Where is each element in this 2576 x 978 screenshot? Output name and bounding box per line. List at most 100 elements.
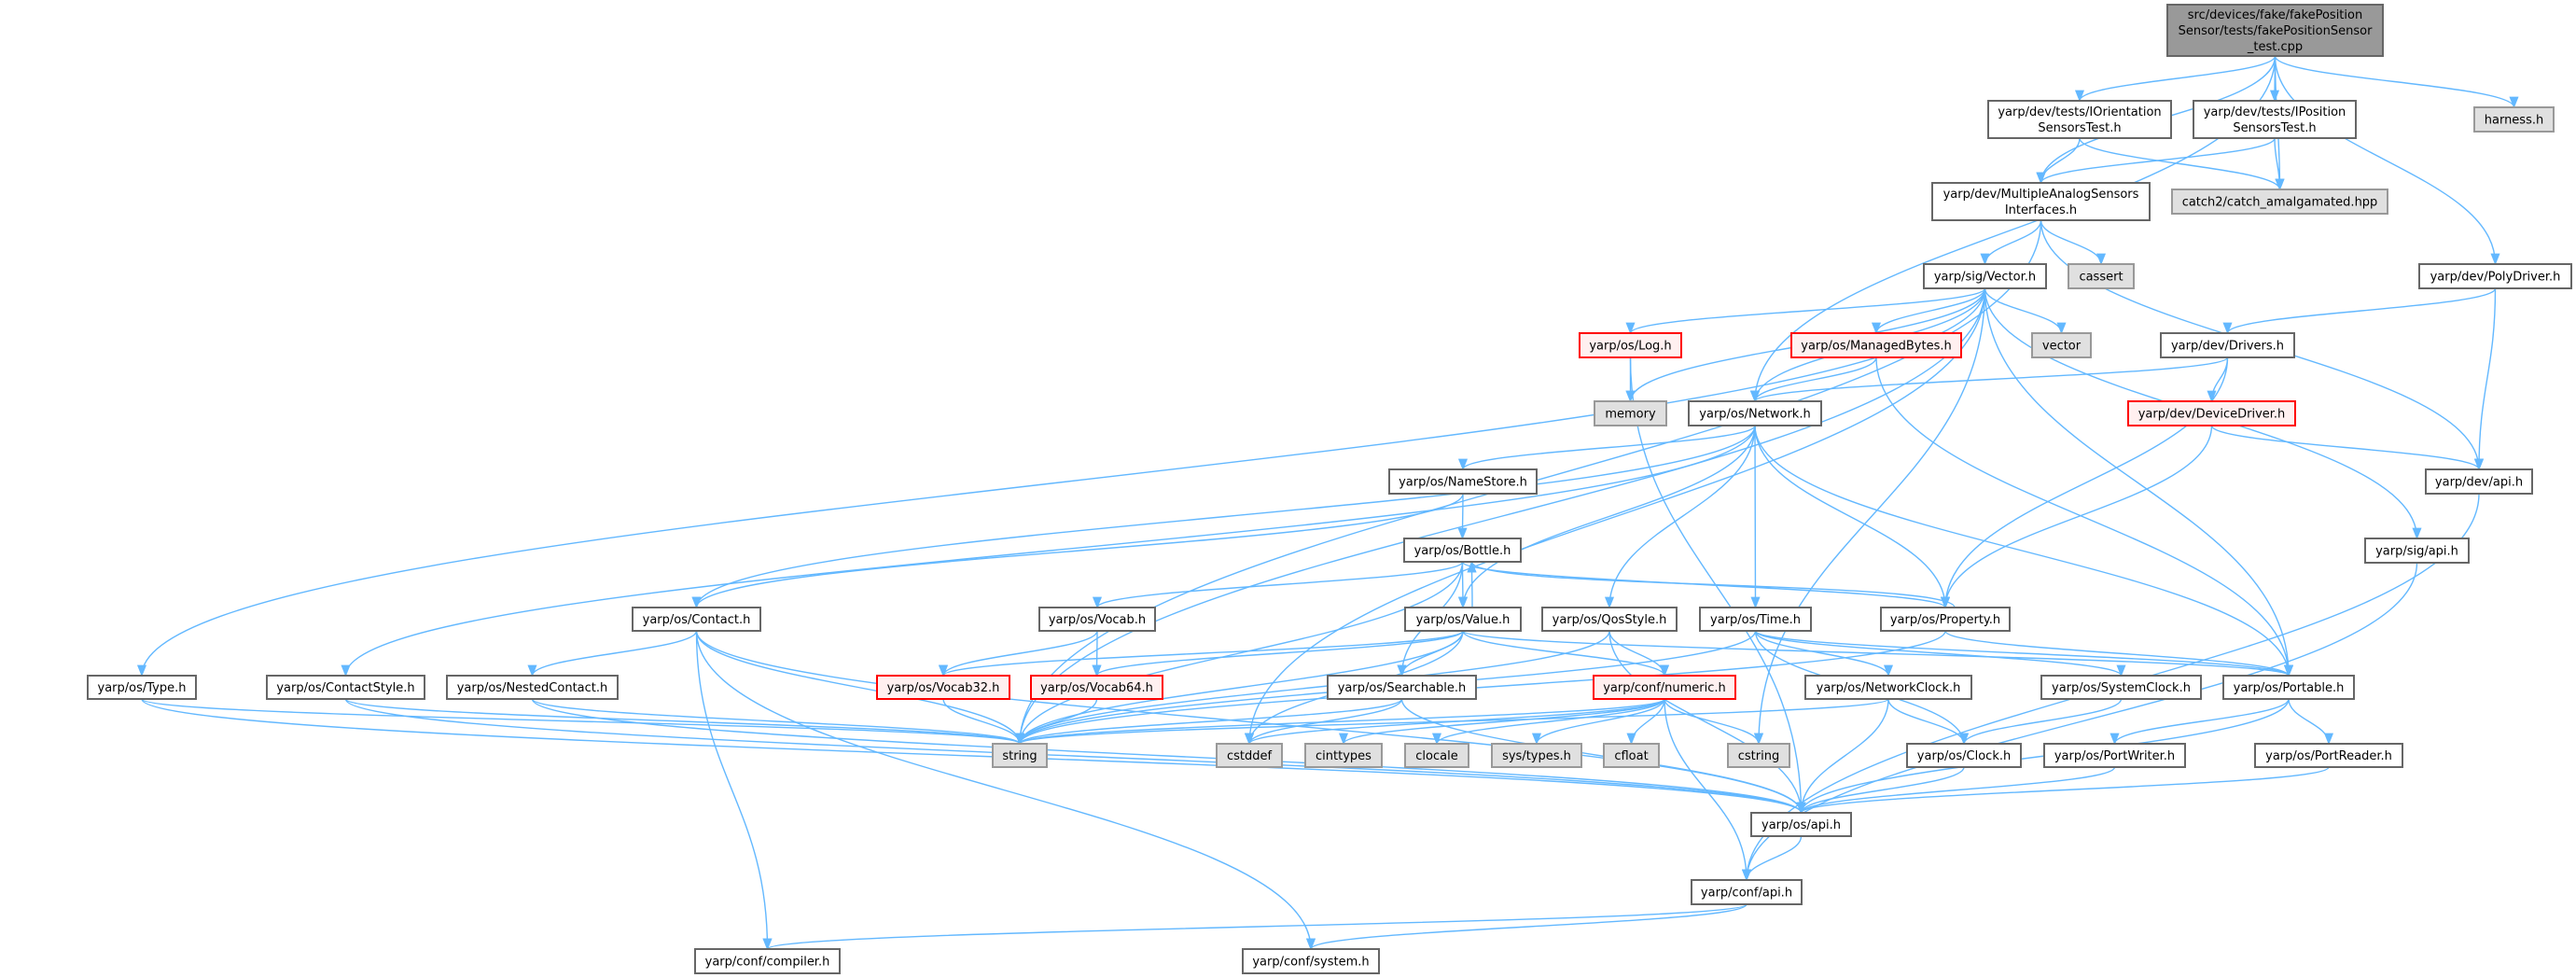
- node-box: [694, 948, 841, 974]
- node-polydriver[interactable]: yarp/dev/PolyDriver.h: [2418, 263, 2572, 289]
- node-label: yarp/os/Time.h: [1710, 613, 1801, 627]
- node-compiler[interactable]: yarp/conf/compiler.h: [694, 948, 841, 974]
- edge-portreader-to-osapi: [1796, 766, 2330, 815]
- node-box: [1880, 607, 2011, 632]
- edge-iori-to-catch2: [2079, 137, 2285, 191]
- node-box: [632, 607, 761, 632]
- node-portreader[interactable]: yarp/os/PortReader.h: [2254, 743, 2403, 768]
- edge-devicedriver-to-property: [1940, 425, 2213, 609]
- node-network[interactable]: yarp/os/Network.h: [1688, 400, 1822, 426]
- node-box: [2254, 743, 2403, 768]
- node-label: yarp/sig/api.h: [2375, 545, 2458, 559]
- edge-managedbytes-to-portable: [1875, 356, 2294, 678]
- edge-main-to-iori: [2075, 55, 2277, 103]
- edge-confapi-to-system: [1306, 903, 1748, 951]
- node-system[interactable]: yarp/conf/system.h: [1242, 948, 1380, 974]
- edge-value-to-bottle: [1467, 560, 1477, 608]
- node-clock[interactable]: yarp/os/Clock.h: [1906, 743, 2022, 768]
- node-box: [2160, 332, 2295, 358]
- node-devicedriver[interactable]: yarp/dev/DeviceDriver.h: [2127, 400, 2296, 426]
- node-managedbytes[interactable]: yarp/os/ManagedBytes.h: [1790, 332, 1962, 358]
- edge-drivers-to-network: [1750, 356, 2229, 403]
- node-systemclock[interactable]: yarp/os/SystemClock.h: [2040, 675, 2202, 700]
- node-vector[interactable]: vector: [2031, 332, 2092, 358]
- edge-networkclock-to-clock: [1887, 698, 1969, 746]
- node-vocab[interactable]: yarp/os/Vocab.h: [1038, 607, 1156, 632]
- node-label: yarp/sig/Vector.h: [1934, 271, 2036, 285]
- node-label: yarp/os/NetworkClock.h: [1817, 681, 1961, 695]
- node-value[interactable]: yarp/os/Value.h: [1404, 607, 1522, 632]
- node-cassert[interactable]: cassert: [2068, 263, 2135, 289]
- node-systypes[interactable]: sys/types.h: [1491, 743, 1582, 768]
- node-property[interactable]: yarp/os/Property.h: [1880, 607, 2011, 632]
- node-cfloat[interactable]: cfloat: [1603, 743, 1660, 768]
- edge-ipos-to-catch2: [2274, 137, 2285, 191]
- node-label: yarp/os/NestedContact.h: [457, 681, 608, 695]
- node-main[interactable]: src/devices/fake/fakePositionSensor/test…: [2166, 4, 2384, 57]
- node-searchable[interactable]: yarp/os/Searchable.h: [1327, 675, 1477, 700]
- node-bottle[interactable]: yarp/os/Bottle.h: [1403, 538, 1522, 563]
- node-contactstyle[interactable]: yarp/os/ContactStyle.h: [266, 675, 425, 700]
- node-box: [1603, 743, 1660, 768]
- node-box: [1030, 675, 1163, 700]
- node-clocale[interactable]: clocale: [1404, 743, 1469, 768]
- node-confapi[interactable]: yarp/conf/api.h: [1691, 879, 1803, 905]
- edge-contact-to-system: [695, 630, 1316, 951]
- node-time[interactable]: yarp/os/Time.h: [1699, 607, 1812, 632]
- node-type[interactable]: yarp/os/Type.h: [87, 675, 197, 700]
- edge-namestore-to-contact: [691, 493, 1464, 609]
- edge-managedbytes-to-network: [1750, 356, 1877, 403]
- node-box: [1388, 468, 1538, 495]
- node-numeric[interactable]: yarp/conf/numeric.h: [1593, 675, 1736, 700]
- node-vocab32[interactable]: yarp/os/Vocab32.h: [876, 675, 1010, 700]
- edge-qosstyle-to-osapi: [1608, 630, 1806, 815]
- node-box: [1038, 607, 1156, 632]
- node-box: [2068, 263, 2135, 289]
- node-sigapi[interactable]: yarp/sig/api.h: [2364, 538, 2470, 564]
- node-nestedcontact[interactable]: yarp/os/NestedContact.h: [446, 675, 619, 700]
- node-portable[interactable]: yarp/os/Portable.h: [2222, 675, 2355, 700]
- node-box: [1327, 675, 1477, 700]
- node-box: [2166, 4, 2384, 57]
- node-label: sys/types.h: [1502, 749, 1571, 763]
- node-box: [2031, 332, 2092, 358]
- node-drivers[interactable]: yarp/dev/Drivers.h: [2160, 332, 2295, 358]
- node-namestore[interactable]: yarp/os/NameStore.h: [1388, 468, 1538, 495]
- node-box: [2043, 743, 2186, 768]
- node-label: SensorsTest.h: [2038, 121, 2121, 135]
- edge-vector_h-to-string: [1015, 287, 1986, 746]
- edge-type-to-osapi: [141, 698, 1806, 815]
- node-devapi[interactable]: yarp/dev/api.h: [2425, 468, 2533, 495]
- node-box: [87, 675, 197, 700]
- node-box: [876, 675, 1010, 700]
- node-cinttypes[interactable]: cinttypes: [1304, 743, 1383, 768]
- node-contact[interactable]: yarp/os/Contact.h: [632, 607, 761, 632]
- node-osapi[interactable]: yarp/os/api.h: [1750, 812, 1852, 837]
- node-label: yarp/os/Portable.h: [2234, 681, 2345, 695]
- node-harness[interactable]: harness.h: [2473, 106, 2555, 133]
- node-networkclock[interactable]: yarp/os/NetworkClock.h: [1804, 675, 1972, 700]
- node-memory[interactable]: memory: [1594, 400, 1667, 426]
- node-vocab64[interactable]: yarp/os/Vocab64.h: [1030, 675, 1163, 700]
- edge-contact-to-compiler: [695, 630, 773, 951]
- node-cstddef[interactable]: cstddef: [1216, 743, 1283, 768]
- node-string[interactable]: string: [992, 743, 1048, 768]
- node-qosstyle[interactable]: yarp/os/QosStyle.h: [1541, 607, 1678, 632]
- node-label: yarp/os/Bottle.h: [1414, 544, 1511, 558]
- node-box: [1403, 538, 1522, 563]
- node-cstring[interactable]: cstring: [1727, 743, 1790, 768]
- node-log[interactable]: yarp/os/Log.h: [1579, 332, 1682, 358]
- edge-clock-to-osapi: [1796, 766, 1965, 815]
- edge-network-to-time: [1750, 425, 1761, 609]
- node-box: [2364, 538, 2470, 564]
- node-portwriter[interactable]: yarp/os/PortWriter.h: [2043, 743, 2186, 768]
- edge-mas-to-vector_h: [1980, 219, 2042, 266]
- node-vector_h[interactable]: yarp/sig/Vector.h: [1923, 263, 2047, 289]
- node-mas[interactable]: yarp/dev/MultipleAnalogSensorsInterfaces…: [1931, 182, 2151, 221]
- node-label: yarp/dev/tests/IOrientation: [1998, 105, 2161, 119]
- node-label: cinttypes: [1316, 749, 1372, 763]
- node-catch2[interactable]: catch2/catch_amalgamated.hpp: [2171, 189, 2388, 215]
- node-box: [1593, 675, 1736, 700]
